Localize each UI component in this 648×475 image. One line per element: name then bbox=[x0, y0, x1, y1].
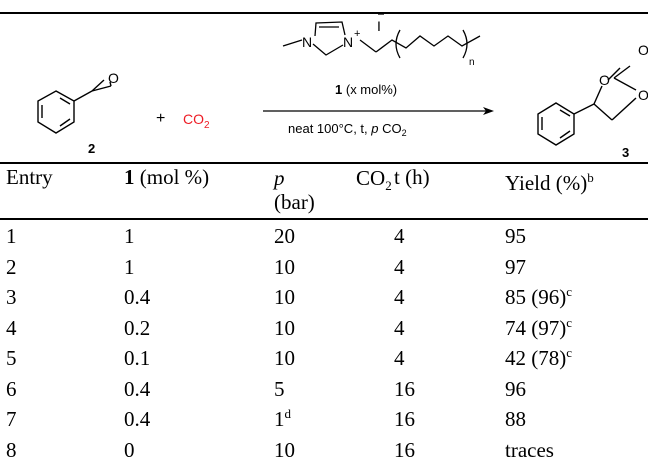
iodide-counterion: I bbox=[377, 18, 381, 34]
cell-yield: traces bbox=[505, 437, 554, 462]
catalyst-loading: 1 (x mol%) bbox=[335, 82, 397, 97]
table-row: 4 0.2 10 4 74 (97)c bbox=[0, 316, 648, 340]
header-bottom-rule bbox=[0, 218, 648, 220]
styrene-oxide-structure bbox=[37, 79, 112, 134]
cell-pressure: 10 bbox=[274, 285, 295, 309]
styrene-carbonate-structure bbox=[537, 65, 637, 146]
cell-yield: 95 bbox=[505, 224, 526, 248]
table-row: 8 0 10 16 traces bbox=[0, 438, 648, 462]
cell-yield: 96 bbox=[505, 376, 526, 401]
cell-yield: 74 (97)c bbox=[505, 314, 573, 340]
header-catalyst-loading: 1 (mol %) bbox=[124, 165, 210, 189]
plus-sign: + bbox=[156, 110, 165, 127]
header-entry: Entry bbox=[6, 165, 53, 189]
header-time: t (h) bbox=[394, 165, 430, 189]
cell-yield: 42 (78)c bbox=[505, 345, 573, 370]
cell-entry: 2 bbox=[6, 254, 17, 279]
cell-catalyst: 0.1 bbox=[124, 346, 151, 370]
cell-pressure: 10 bbox=[274, 346, 295, 370]
cell-catalyst: 0.4 bbox=[124, 407, 151, 431]
header-yield: Yield (%)b bbox=[505, 170, 594, 195]
reaction-arrowhead bbox=[483, 107, 494, 115]
reaction-conditions: neat 100°C, t, p CO2 bbox=[288, 121, 407, 138]
cell-catalyst: 1 bbox=[124, 254, 135, 279]
catalyst-nitrogen-right: N bbox=[343, 34, 353, 50]
cell-pressure: 5 bbox=[274, 376, 285, 401]
table-row: 1 1 20 4 95 bbox=[0, 224, 648, 248]
cell-entry: 5 bbox=[6, 346, 17, 370]
carbonate-ring-oxygen-right: O bbox=[638, 87, 648, 103]
table-row: 3 0.4 10 4 85 (96)c bbox=[0, 285, 648, 309]
cell-time: 4 bbox=[394, 346, 405, 370]
cell-entry: 1 bbox=[6, 224, 17, 248]
cell-entry: 8 bbox=[6, 437, 17, 462]
table-row: 6 0.4 5 16 96 bbox=[0, 377, 648, 401]
epoxide-oxygen: O bbox=[108, 70, 119, 86]
cell-entry: 6 bbox=[6, 376, 17, 401]
cell-yield: 88 bbox=[505, 407, 526, 431]
cell-pressure: 1d bbox=[274, 406, 291, 431]
carbonate-carbonyl-oxygen: O bbox=[638, 42, 648, 58]
cell-pressure: 10 bbox=[274, 315, 295, 340]
cell-catalyst: 0.4 bbox=[124, 285, 151, 309]
cell-entry: 4 bbox=[6, 315, 17, 340]
cell-time: 16 bbox=[394, 376, 415, 401]
carbonate-ring-oxygen: O bbox=[599, 72, 610, 88]
epoxide-label: 2 bbox=[88, 141, 95, 156]
header-top-rule bbox=[0, 162, 648, 164]
cell-catalyst: 0.4 bbox=[124, 376, 151, 401]
reaction-scheme: O 2 + CO2 N N + I n 1 (x mol%) neat 100°… bbox=[37, 13, 648, 160]
cell-catalyst: 0.2 bbox=[124, 315, 151, 340]
cell-entry: 7 bbox=[6, 407, 17, 431]
table-row: 7 0.4 1d 16 88 bbox=[0, 407, 648, 431]
cell-yield: 85 (96)c bbox=[505, 284, 573, 309]
table-row: 5 0.1 10 4 42 (78)c bbox=[0, 346, 648, 370]
cell-pressure: 10 bbox=[274, 254, 295, 279]
cell-time: 4 bbox=[394, 224, 405, 248]
cell-time: 16 bbox=[394, 407, 415, 431]
cell-time: 4 bbox=[394, 315, 405, 340]
cell-time: 16 bbox=[394, 437, 415, 462]
cell-time: 4 bbox=[394, 285, 405, 309]
cell-catalyst: 0 bbox=[124, 437, 135, 462]
catalyst-imidazolium-structure bbox=[282, 21, 481, 59]
chain-repeat-n: n bbox=[469, 57, 475, 68]
product-label: 3 bbox=[622, 145, 629, 160]
cell-entry: 3 bbox=[6, 285, 17, 309]
catalyst-nitrogen-left: N bbox=[302, 34, 312, 50]
top-rule bbox=[0, 12, 648, 14]
cell-yield: 97 bbox=[505, 254, 526, 279]
co2-reagent: CO2 bbox=[183, 111, 210, 131]
cell-catalyst: 1 bbox=[124, 224, 135, 248]
table-row: 2 1 10 4 97 bbox=[0, 255, 648, 279]
cell-pressure: 20 bbox=[274, 224, 295, 248]
cell-time: 4 bbox=[394, 254, 405, 279]
catalyst-charge: + bbox=[354, 28, 360, 40]
cell-pressure: 10 bbox=[274, 437, 295, 462]
